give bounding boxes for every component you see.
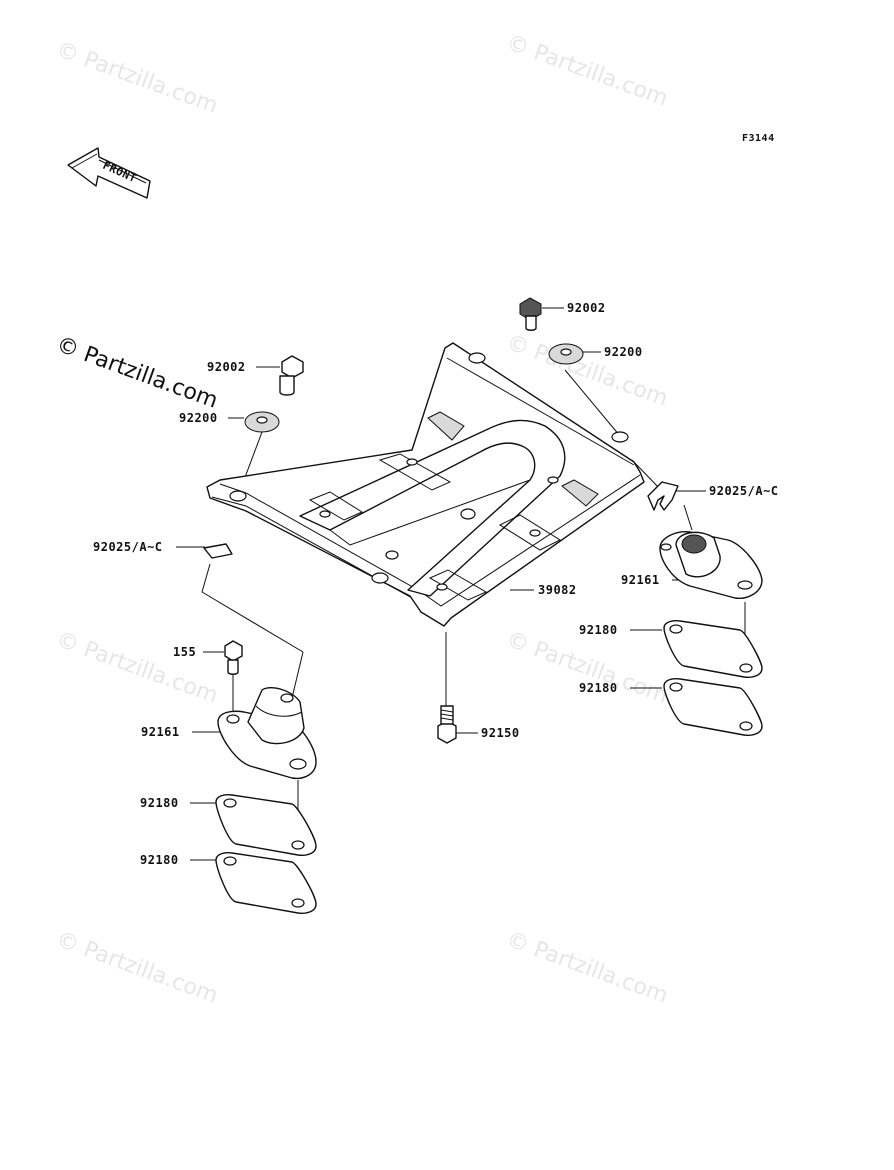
gasket-92180-right-2	[663, 678, 763, 736]
washer-92200-right	[548, 343, 584, 365]
bolt-155	[224, 640, 243, 675]
callout-92200-right[interactable]: 92200	[604, 345, 643, 359]
watermark: © Partzilla.com	[503, 30, 671, 112]
watermark: © Partzilla.com	[53, 627, 221, 709]
washer-92200-left	[244, 411, 280, 433]
watermark-dark: © Partzilla.com	[53, 332, 221, 414]
watermark: © Partzilla.com	[503, 927, 671, 1009]
callout-92150[interactable]: 92150	[481, 726, 520, 740]
callout-92025-left[interactable]: 92025/A~C	[93, 540, 163, 554]
callout-92161-left[interactable]: 92161	[141, 725, 180, 739]
bolt-92002-left	[279, 355, 304, 396]
callout-92180-left-2[interactable]: 92180	[140, 853, 179, 867]
gasket-92180-right-1	[663, 620, 763, 678]
clip-92025-left	[203, 543, 233, 559]
engine-mount-92161-right	[659, 531, 763, 599]
front-arrow-icon: FRONT	[67, 147, 151, 199]
callout-39082[interactable]: 39082	[538, 583, 577, 597]
callout-92180-right-1[interactable]: 92180	[579, 623, 618, 637]
clip-92025-right	[647, 481, 679, 511]
callout-92180-right-2[interactable]: 92180	[579, 681, 618, 695]
gasket-92180-left-1	[215, 794, 317, 856]
engine-mount-92161-left	[217, 686, 317, 780]
watermark: © Partzilla.com	[503, 627, 671, 709]
watermark: © Partzilla.com	[53, 37, 221, 119]
gasket-92180-left-2	[215, 852, 317, 914]
callout-92161-right[interactable]: 92161	[621, 573, 660, 587]
callout-92200-left[interactable]: 92200	[179, 411, 218, 425]
skid-plate-39082	[206, 342, 645, 627]
callout-92025-right[interactable]: 92025/A~C	[709, 484, 779, 498]
callout-92180-left-1[interactable]: 92180	[140, 796, 179, 810]
callout-labels: 92002 92200 92002 92200 92025/A~C 92025/…	[93, 301, 779, 867]
figure-code: F3144	[742, 133, 775, 144]
watermark: © Partzilla.com	[53, 927, 221, 1009]
callout-155[interactable]: 155	[173, 645, 196, 659]
callout-92002-right[interactable]: 92002	[567, 301, 606, 315]
bolt-92002-right	[519, 297, 542, 331]
callout-92002-left[interactable]: 92002	[207, 360, 246, 374]
bolt-92150	[437, 705, 457, 744]
